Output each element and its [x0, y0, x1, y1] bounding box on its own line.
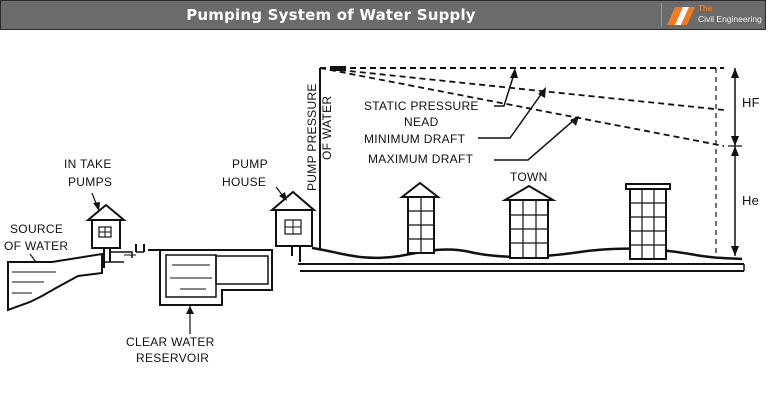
intake-delivery-pipe [102, 244, 145, 263]
intake-pump-house [85, 203, 127, 268]
label-maximum-draft: MAXIMUM DRAFT [368, 152, 474, 166]
label-static-line1: STATIC PRESSURE [364, 99, 479, 113]
label-reservoir-line2: RESERVOIR [136, 351, 209, 365]
label-hf: HF [742, 95, 760, 110]
label-static-line2: NEAD [404, 115, 439, 129]
title-banner: Pumping System of Water Supply The Civil… [0, 0, 766, 30]
label-pump-pressure-line1: PUMP PRESSURE [305, 83, 319, 191]
minimum-draft-line [319, 67, 725, 111]
leader-maximum-draft [494, 116, 579, 161]
source-water-body [7, 252, 103, 312]
pumping-system-diagram: IN TAKE PUMPS SOURCE OF WATER PUMP HOUSE… [4, 66, 760, 365]
leader-intake-pumps [91, 192, 100, 211]
leader-reservoir [186, 306, 194, 334]
town-building-2 [501, 184, 557, 259]
label-intake-line1: IN TAKE [64, 157, 112, 171]
stripes-logo-icon [667, 7, 695, 25]
label-source-line2: OF WATER [4, 239, 68, 253]
label-pumphouse-line1: PUMP [232, 157, 268, 171]
clear-water-reservoir [148, 249, 273, 306]
logo-the-text: The [698, 4, 713, 13]
label-town: TOWN [510, 170, 548, 184]
label-pumphouse-line2: HOUSE [222, 175, 266, 189]
town-building-3 [625, 183, 671, 260]
maximum-draft-line [319, 67, 725, 147]
town-building-1 [399, 181, 441, 254]
label-intake-line2: PUMPS [68, 175, 112, 189]
page-title: Pumping System of Water Supply [186, 6, 476, 24]
label-he: He [742, 193, 759, 208]
leader-static-pressure [494, 68, 518, 107]
distribution-main-pipe [298, 263, 745, 272]
brand-logo: The Civil Engineering [661, 3, 764, 27]
logo-name-text: Civil Engineering [698, 14, 762, 24]
head-dimension-line [728, 68, 742, 256]
leader-pump-house [275, 186, 287, 201]
leader-source-water [29, 253, 37, 263]
label-reservoir-line1: CLEAR WATER [126, 335, 215, 349]
label-minimum-draft: MINIMUM DRAFT [364, 132, 466, 146]
main-pump-house [269, 190, 317, 262]
label-source-line1: SOURCE [10, 222, 63, 236]
label-pump-pressure-line2: OF WATER [320, 96, 334, 160]
leader-minimum-draft [478, 87, 546, 139]
